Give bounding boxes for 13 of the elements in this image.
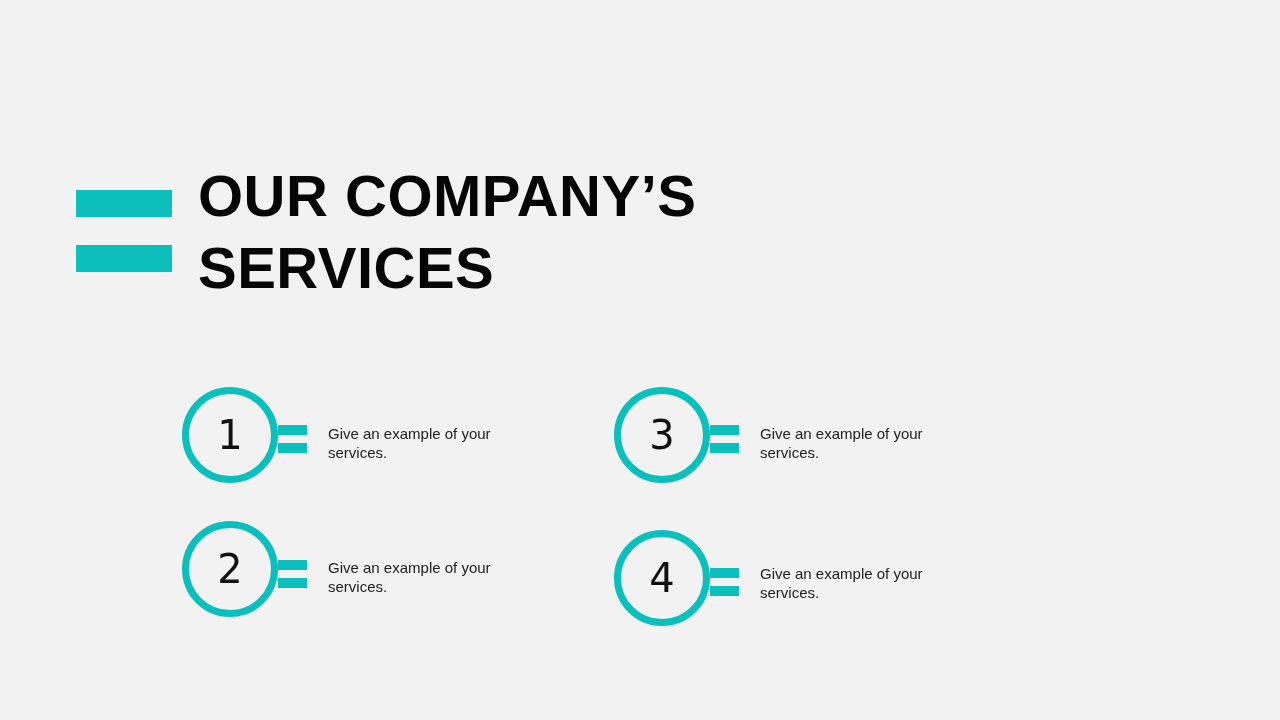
number-circle	[614, 530, 710, 626]
step-number: 2	[217, 547, 243, 591]
number-circle	[182, 387, 278, 483]
service-description: Give an example of your services.	[328, 558, 492, 596]
step-number: 3	[649, 413, 675, 457]
service-description: Give an example of your services.	[760, 564, 924, 602]
service-description: Give an example of your services.	[328, 424, 492, 462]
number-circle	[614, 387, 710, 483]
step-number: 1	[217, 413, 243, 457]
step-number: 4	[649, 556, 675, 600]
slide-title: OUR COMPANY’S SERVICES	[198, 162, 698, 302]
service-description: Give an example of your services.	[760, 424, 924, 462]
number-circle	[182, 521, 278, 617]
